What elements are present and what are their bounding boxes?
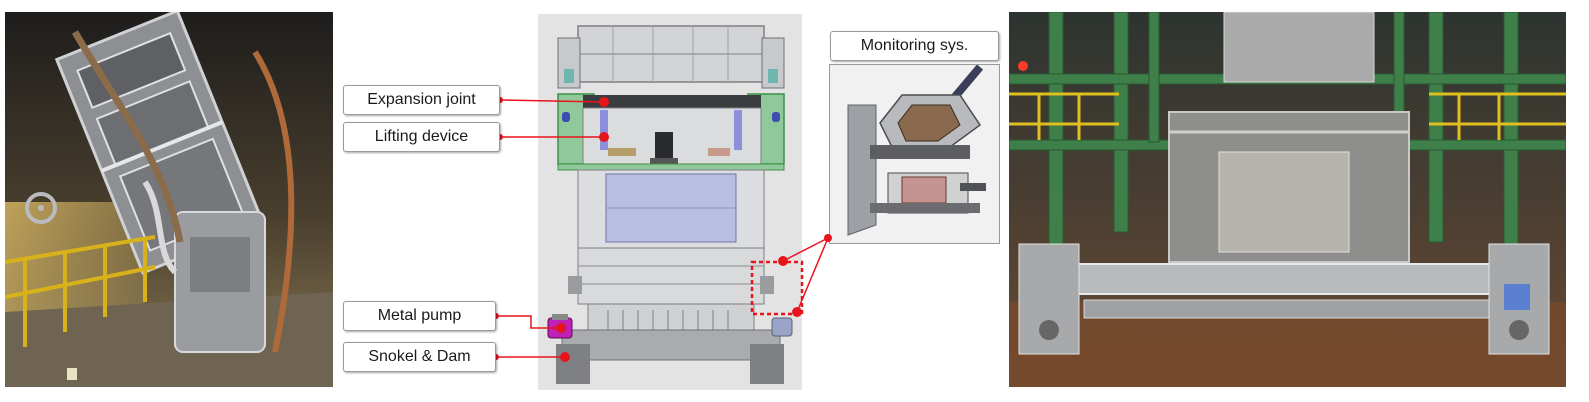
monitoring-system-inset <box>829 64 1000 244</box>
right-photo-illustration <box>1009 12 1566 387</box>
expansion-joint-label: Expansion joint <box>343 85 500 115</box>
monitoring-sys-label: Monitoring sys. <box>830 31 999 61</box>
rh-degasser-schematic <box>538 14 802 390</box>
schematic-drawing <box>538 14 802 390</box>
left-photo-tilted-vessel <box>5 12 333 387</box>
metal-pump-label: Metal pump <box>343 301 496 331</box>
left-photo-illustration <box>5 12 333 387</box>
monitoring-system-drawing <box>830 65 999 243</box>
snokel-dam-label: Snokel & Dam <box>343 342 496 372</box>
lifting-device-label: Lifting device <box>343 122 500 152</box>
right-photo-installation <box>1009 12 1566 387</box>
